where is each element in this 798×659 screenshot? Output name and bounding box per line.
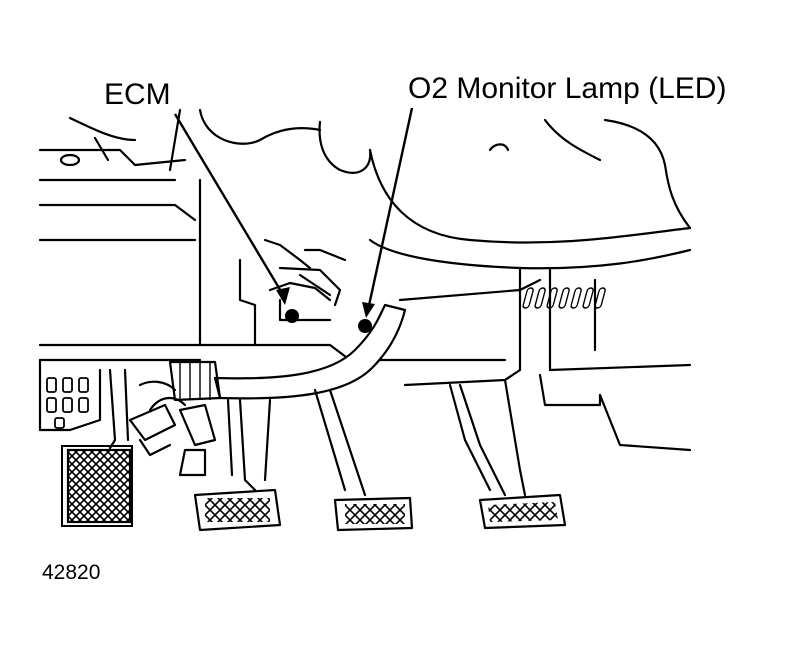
knee-panel — [368, 238, 692, 452]
dash-panel — [38, 108, 692, 362]
pedals — [61, 368, 567, 532]
o2-lamp-location-dot — [358, 319, 372, 333]
ecm-location-dot — [285, 309, 299, 323]
ecm-module — [238, 238, 347, 347]
figure-number: 42820 — [42, 561, 101, 584]
ecm-callout-label: ECM — [104, 78, 171, 111]
vent-slots — [522, 287, 606, 309]
o2-monitor-lamp-callout-label: O2 Monitor Lamp (LED) — [408, 72, 727, 105]
side-panel — [38, 358, 102, 432]
callout-leaders — [173, 107, 414, 318]
